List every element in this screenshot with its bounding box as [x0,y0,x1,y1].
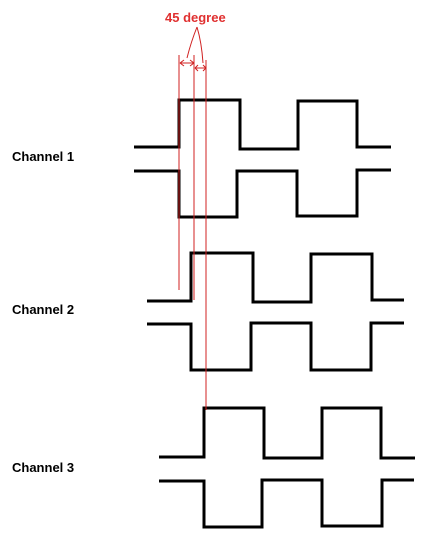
channel-1-lower-waveform [134,168,391,219]
phase-pointer-right [196,26,204,64]
phase-shift-label: 45 degree [165,10,226,25]
channel-2-label: Channel 2 [12,302,74,317]
phase-arrow-2 [194,64,207,72]
channel-3-label: Channel 3 [12,460,74,475]
phase-arrow-1 [179,59,195,67]
channel-3-lower-waveform [159,478,414,529]
channel-2-lower-waveform [147,321,404,372]
channel-1-upper-waveform [134,98,391,151]
phase-pointer-left [186,26,198,59]
channel-2-upper-waveform [147,251,404,304]
channel-3-upper-waveform [159,406,415,460]
channel-1-label: Channel 1 [12,149,74,164]
